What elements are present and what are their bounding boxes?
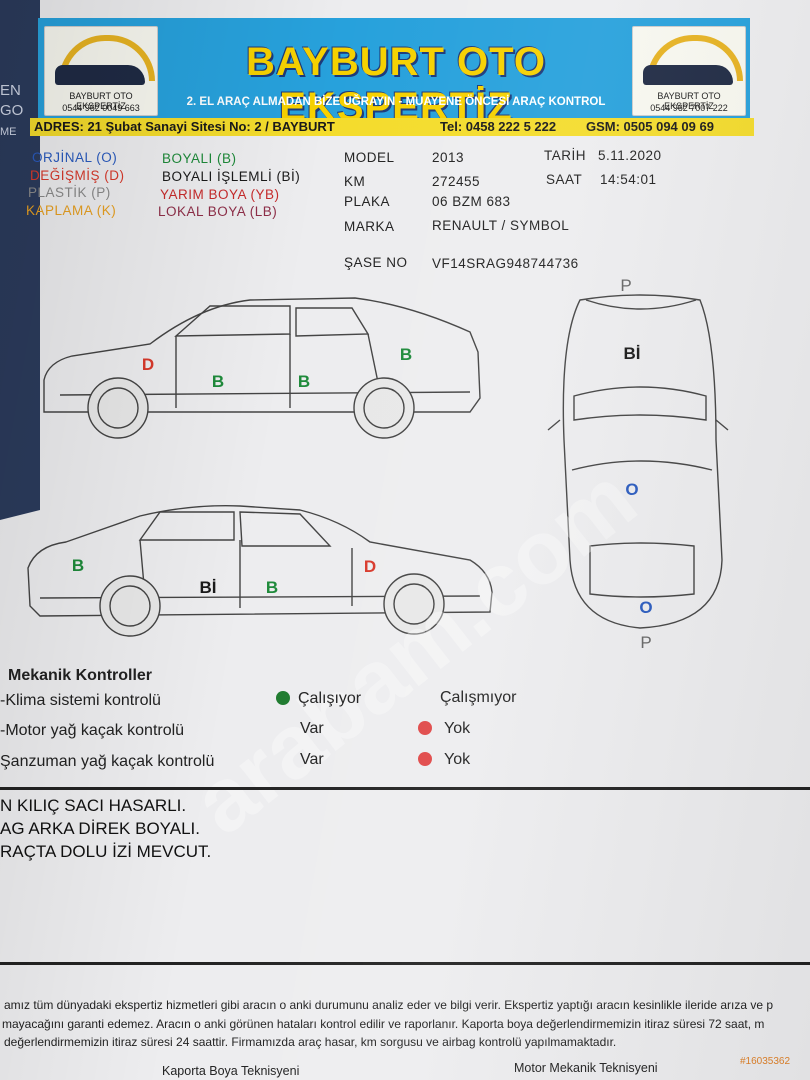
mech-row-label: Şanzuman yağ kaçak kontrolü: [0, 753, 215, 770]
saat-value: 14:54:01: [600, 172, 657, 187]
wheel-icon: [99, 575, 161, 637]
mech-row-opt2: Çalışmıyor: [440, 689, 517, 706]
background-text: GO: [0, 102, 24, 119]
mech-row-opt1: Var: [300, 751, 324, 768]
wheel-icon: [383, 573, 445, 635]
legend-local-paint: LOKAL BOYA (LB): [158, 204, 278, 219]
mark-side1-rear-door: B: [298, 372, 310, 391]
marka-value: RENAULT / SYMBOL: [432, 218, 570, 233]
status-dot-icon: [418, 752, 432, 766]
tarih-label: TARİH: [544, 148, 586, 163]
background-binder: EN GO ME: [0, 0, 40, 520]
address-bar: ADRES: 21 Şubat Sanayi Sitesi No: 2 / BA…: [30, 118, 754, 136]
mark-side1-front-door: D: [142, 355, 154, 374]
note-line: RAÇTA DOLU İZİ MEVCUT.: [0, 842, 212, 861]
plaka-label: PLAKA: [344, 194, 391, 209]
signature-body-paint: Kaporta Boya Teknisyeni: [162, 1064, 300, 1078]
mark-side2-front-door: B: [266, 578, 278, 597]
km-label: KM: [344, 174, 366, 189]
km-value: 272455: [432, 174, 481, 189]
car-side-left-view: [43, 297, 481, 413]
divider: [0, 787, 810, 790]
note-line: N KILIÇ SACI HASARLI.: [0, 796, 187, 815]
mech-row-opt1: Var: [300, 720, 324, 737]
sase-value: VF14SRAG948744736: [432, 256, 579, 271]
disclaimer-line: mayacağını garanti edemez. Aracın o anki…: [2, 1017, 765, 1031]
gsm-text: GSM: 0505 094 09 69: [586, 119, 714, 134]
mech-row-opt2: Yok: [444, 720, 471, 737]
mark-side1-front-panel: B: [212, 372, 224, 391]
mark-top-rear-plastic: P: [620, 276, 631, 295]
mark-top-front: O: [639, 598, 652, 617]
legend-painted-processed: BOYALI İŞLEMLİ (Bİ): [162, 169, 301, 184]
legend-changed: DEĞİŞMİŞ (D): [30, 168, 125, 183]
disclaimer-line: değerlendirmemizin itiraz süresi 24 saat…: [4, 1035, 617, 1049]
phone-text: Tel: 0458 222 5 222: [440, 119, 557, 134]
car-top-view: [547, 294, 729, 629]
mark-side2-fender: D: [364, 557, 376, 576]
logo-right: BAYBURT OTO EKSPERTİZ 0544 962 7007 222: [632, 26, 746, 116]
address-text: ADRES: 21 Şubat Sanayi Sitesi No: 2 / BA…: [34, 119, 335, 134]
disclaimer-line: amız tüm dünyadaki ekspertiz hizmetleri …: [4, 998, 774, 1012]
legend-half-paint: YARIM BOYA (YB): [160, 187, 280, 202]
mech-row-opt2: Yok: [444, 751, 471, 768]
mark-side1-rear: B: [400, 345, 412, 364]
legend-plastic: PLASTİK (P): [28, 185, 111, 200]
company-subtitle: 2. EL ARAÇ ALMADAN BİZE UĞRAYIN - MUAYEN…: [186, 96, 606, 108]
car-logo-icon: [55, 65, 145, 85]
tarih-value: 5.11.2020: [598, 148, 662, 163]
mech-row-label: -Klima sistemi kontrolü: [0, 692, 161, 709]
listing-id: #16035362: [740, 1056, 791, 1067]
car-logo-icon: [643, 65, 733, 85]
note-line: AG ARKA DİREK BOYALI.: [0, 819, 200, 838]
mark-top-roof: Bİ: [624, 344, 641, 363]
signature-mechanic: Motor Mekanik Teknisyeni: [514, 1061, 658, 1075]
mark-top-front-plastic: P: [640, 633, 651, 652]
logo-left: BAYBURT OTO EKSPERTİZ 0544 962 0049 663: [44, 26, 158, 116]
legend-painted: BOYALI (B): [162, 151, 237, 166]
mark-side2-rear-door: Bİ: [200, 578, 217, 597]
mark-top-hood: O: [625, 480, 638, 499]
plaka-value: 06 BZM 683: [432, 194, 511, 209]
legend-original: ORJİNAL (O): [32, 150, 118, 165]
model-label: MODEL: [344, 150, 395, 165]
background-text: ME: [0, 126, 17, 138]
mechanical-title: Mekanik Kontroller: [8, 667, 153, 684]
background-text: EN: [0, 82, 21, 99]
wheel-icon: [87, 377, 149, 439]
mech-row-label: -Motor yağ kaçak kontrolü: [0, 722, 185, 739]
marka-label: MARKA: [344, 219, 395, 234]
saat-label: SAAT: [546, 172, 583, 187]
mark-side2-rear: B: [72, 556, 84, 575]
report-header: BAYBURT OTO EKSPERTİZ 0544 962 0049 663 …: [38, 18, 750, 129]
wheel-icon: [353, 377, 415, 439]
sase-label: ŞASE NO: [344, 255, 408, 270]
model-value: 2013: [432, 150, 465, 165]
status-dot-icon: [418, 721, 432, 735]
status-dot-icon: [276, 691, 290, 705]
legend-coating: KAPLAMA (K): [26, 203, 117, 218]
divider: [0, 962, 810, 965]
mech-row-opt1: Çalışıyor: [298, 690, 362, 707]
